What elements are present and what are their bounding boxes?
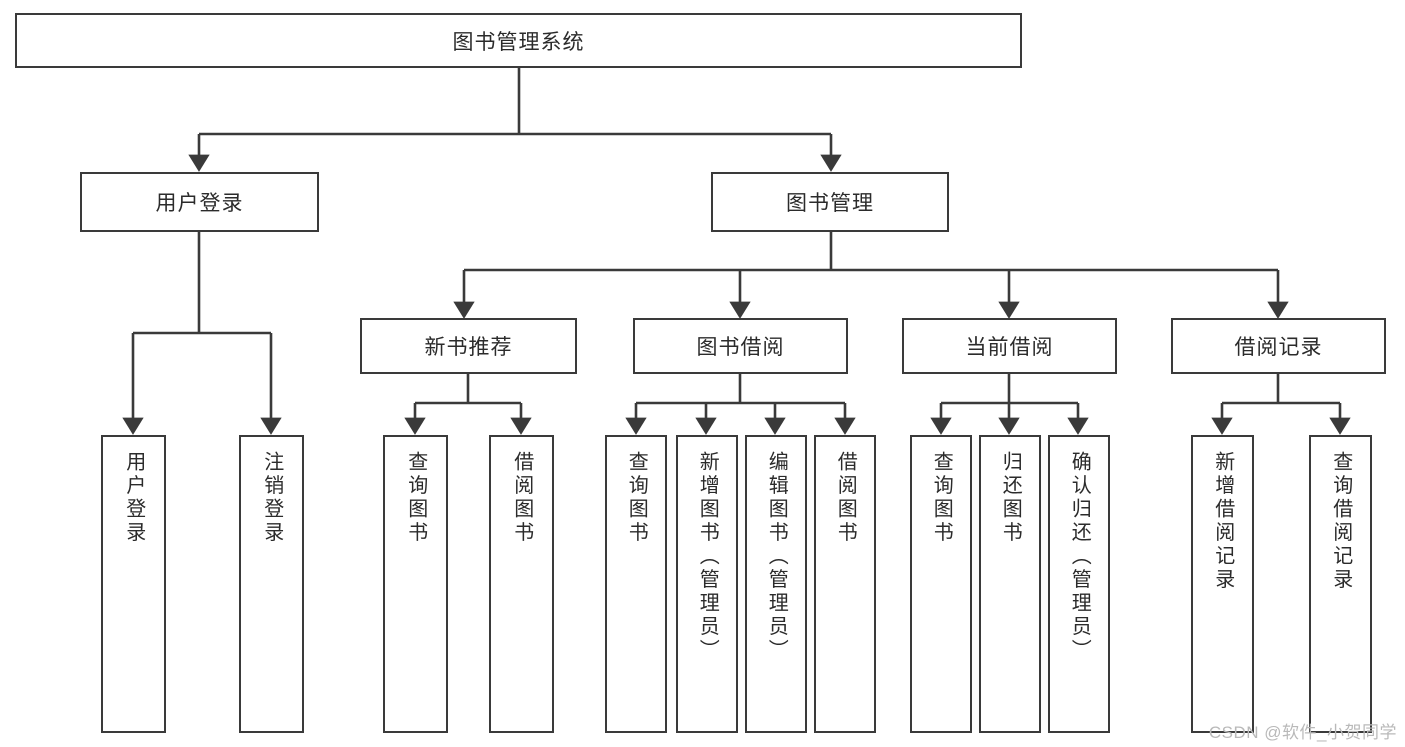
- node-book-manage[interactable]: 图书管理: [711, 172, 949, 232]
- node-book-borrow[interactable]: 图书借阅: [633, 318, 848, 374]
- node-leaf-query-book-2[interactable]: 查询图书: [605, 435, 667, 733]
- leaf-label: 编辑图书（管理员）: [765, 451, 788, 663]
- watermark: CSDN @软件_小贺同学: [1208, 723, 1397, 742]
- node-leaf-add-record[interactable]: 新增借阅记录: [1191, 435, 1254, 733]
- node-leaf-edit-book[interactable]: 编辑图书（管理员）: [745, 435, 807, 733]
- leaf-label: 查询图书: [404, 451, 427, 545]
- node-leaf-borrow-book-2[interactable]: 借阅图书: [814, 435, 876, 733]
- node-leaf-query-book-3[interactable]: 查询图书: [910, 435, 972, 733]
- node-leaf-user-login[interactable]: 用户登录: [101, 435, 166, 733]
- node-leaf-logout[interactable]: 注销登录: [239, 435, 304, 733]
- leaf-label: 新增借阅记录: [1211, 451, 1234, 592]
- leaf-label: 新增图书（管理员）: [696, 451, 719, 663]
- node-leaf-query-book-1[interactable]: 查询图书: [383, 435, 448, 733]
- node-user-login[interactable]: 用户登录: [80, 172, 319, 232]
- node-leaf-add-book[interactable]: 新增图书（管理员）: [676, 435, 738, 733]
- leaf-label: 查询图书: [930, 451, 953, 545]
- node-current-borrow[interactable]: 当前借阅: [902, 318, 1117, 374]
- node-leaf-confirm-return[interactable]: 确认归还（管理员）: [1048, 435, 1110, 733]
- leaf-label: 归还图书: [999, 451, 1022, 545]
- leaf-label: 确认归还（管理员）: [1068, 451, 1091, 663]
- leaf-label: 注销登录: [260, 451, 283, 545]
- leaf-label: 用户登录: [122, 451, 145, 545]
- leaf-label: 查询图书: [625, 451, 648, 545]
- node-borrow-record[interactable]: 借阅记录: [1171, 318, 1386, 374]
- leaf-label: 借阅图书: [834, 451, 857, 545]
- node-leaf-query-record[interactable]: 查询借阅记录: [1309, 435, 1372, 733]
- node-new-book-rec[interactable]: 新书推荐: [360, 318, 577, 374]
- leaf-label: 借阅图书: [510, 451, 533, 545]
- leaf-label: 查询借阅记录: [1329, 451, 1352, 592]
- node-leaf-borrow-book-1[interactable]: 借阅图书: [489, 435, 554, 733]
- node-root[interactable]: 图书管理系统: [15, 13, 1022, 68]
- node-leaf-return-book[interactable]: 归还图书: [979, 435, 1041, 733]
